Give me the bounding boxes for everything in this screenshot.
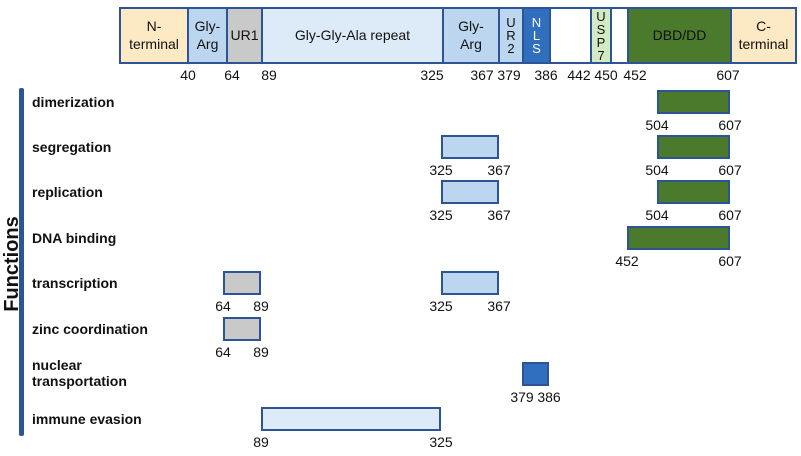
position-tick: 386 (534, 67, 558, 83)
region-end-label: 607 (718, 253, 742, 269)
region-start-label: 452 (615, 253, 639, 269)
function-region (522, 362, 549, 386)
region-end-label: 89 (253, 344, 269, 360)
domain-label: terminal (129, 35, 179, 52)
position-tick: 442 (567, 67, 591, 83)
domain-label: Gly-Gly-Ala repeat (294, 26, 411, 43)
position-tick: 325 (420, 67, 444, 83)
region-end-label: 386 (537, 389, 561, 405)
position-tick: 452 (623, 67, 647, 83)
region-end-label: 325 (429, 434, 453, 450)
functions-axis-line (19, 88, 24, 436)
position-tick: 607 (716, 67, 740, 83)
region-end-label: 607 (718, 117, 742, 133)
domain-label: L (532, 28, 541, 43)
function-label: dimerization (32, 94, 115, 110)
function-region (657, 90, 730, 114)
position-tick: 450 (594, 67, 618, 83)
region-end-label: 367 (487, 207, 511, 223)
region-end-label: 89 (253, 298, 269, 314)
domain-label: U (506, 15, 516, 30)
domain-label: P (596, 34, 606, 50)
function-region (223, 271, 261, 295)
domain-label: Arg (460, 35, 482, 52)
position-tick: 40 (180, 67, 196, 83)
function-label: replication (32, 184, 103, 200)
region-end-label: 607 (718, 207, 742, 223)
domain-label: S (596, 21, 606, 37)
functions-axis-title: Functions (1, 216, 23, 312)
domain-gly-arg-1: Gly-Arg (187, 7, 228, 64)
domain-label: 2 (507, 41, 515, 56)
position-tick: 64 (224, 67, 240, 83)
domain-ur1: UR1 (226, 7, 263, 64)
function-region (441, 271, 499, 295)
function-region (627, 226, 730, 250)
region-start-label: 504 (645, 117, 669, 133)
function-label: transcription (32, 275, 118, 291)
domain-label: N- (146, 18, 162, 34)
region-end-label: 367 (487, 298, 511, 314)
region-start-label: 89 (253, 434, 269, 450)
domain-blank-1 (549, 7, 592, 64)
domain-label: UR1 (230, 26, 259, 43)
function-region (657, 135, 730, 159)
region-start-label: 64 (215, 344, 231, 360)
domain-label: N (531, 15, 542, 30)
domain-n-terminal: N-terminal (119, 7, 189, 64)
region-start-label: 379 (510, 389, 534, 405)
domain-label: 7 (597, 47, 605, 63)
function-region (441, 135, 499, 159)
domain-label: C- (756, 18, 771, 34)
domain-c-terminal: C-terminal (730, 7, 797, 64)
domain-label: terminal (738, 35, 789, 52)
function-region (223, 317, 261, 341)
position-tick: 367 (470, 67, 494, 83)
domain-gly-arg-2: Gly-Arg (442, 7, 500, 64)
position-tick: 379 (497, 67, 521, 83)
domain-label: S (532, 41, 541, 56)
domain-label: Arg (196, 35, 219, 52)
domain-label: Gly- (458, 18, 484, 34)
function-label: segregation (32, 139, 112, 155)
region-start-label: 325 (429, 207, 453, 223)
function-label: zinc coordination (32, 321, 148, 337)
domain-dbd-dd: DBD/DD (627, 7, 732, 64)
function-label: DNA binding (32, 230, 117, 246)
region-start-label: 504 (645, 207, 669, 223)
domain-label: DBD/DD (652, 26, 707, 43)
domain-label: R (506, 28, 516, 43)
domain-label: Gly- (194, 18, 221, 34)
region-start-label: 64 (215, 298, 231, 314)
function-region (261, 407, 441, 431)
function-label: immune evasion (32, 411, 142, 427)
function-region (657, 180, 730, 204)
region-start-label: 325 (429, 162, 453, 178)
region-start-label: 325 (429, 298, 453, 314)
position-tick: 89 (261, 67, 277, 83)
domain-label: U (596, 8, 606, 24)
region-start-label: 504 (645, 162, 669, 178)
domain-gly-gly-ala-repeat: Gly-Gly-Ala repeat (261, 7, 444, 64)
region-end-label: 367 (487, 162, 511, 178)
region-end-label: 607 (718, 162, 742, 178)
function-region (441, 180, 499, 204)
function-label: nuclear transportation (32, 357, 127, 389)
